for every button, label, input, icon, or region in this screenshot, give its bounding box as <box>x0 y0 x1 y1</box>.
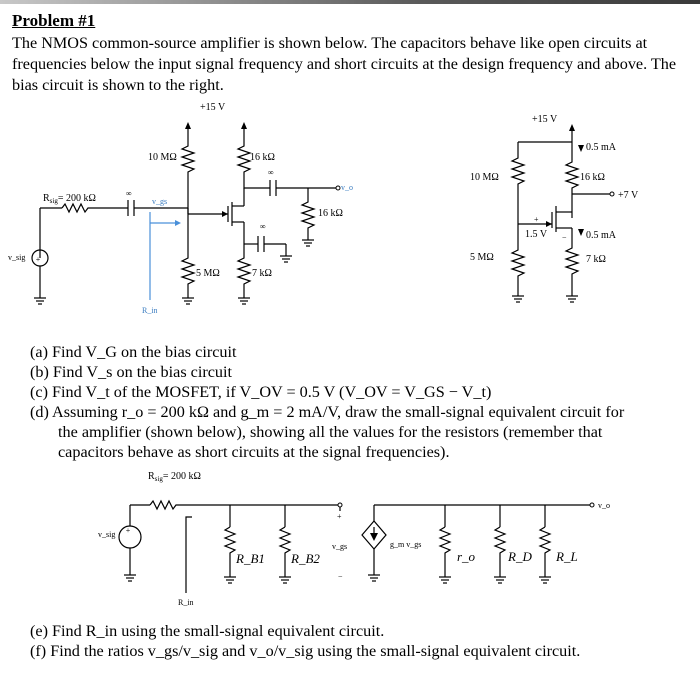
ss-rin-label: R_in <box>178 598 194 607</box>
amp-vgs-label: v_gs <box>152 197 167 206</box>
question-a: (a) Find V_G on the bias circuit <box>30 343 237 361</box>
bias-schematic: +15 V 10 MΩ 0.5 mA 16 kΩ +7 V + 1.5 V 0.… <box>470 114 639 303</box>
ss-rl-label: R_L <box>555 549 578 564</box>
question-d: (d) Assuming r_o = 200 kΩ and g_m = 2 mA… <box>30 402 680 462</box>
ss-vgs-label: v_gs <box>332 542 347 551</box>
question-b: (b) Find V_s on the bias circuit <box>30 363 233 381</box>
amp-rsig-label: Rsig= 200 kΩ <box>43 193 96 205</box>
ss-rb2-label: R_B2 <box>290 551 320 566</box>
bias-plus-label: + <box>534 215 539 224</box>
ss-vo-label: v_o <box>598 501 610 510</box>
amp-rl-label: 16 kΩ <box>318 208 343 219</box>
ss-vsig-label: v_sig <box>98 530 115 539</box>
amp-cap-inf-3: ∞ <box>260 222 266 231</box>
bias-r1-label: 10 MΩ <box>470 172 499 183</box>
problem-title: Problem #1 <box>12 11 96 30</box>
bias-vd-label: +7 V <box>618 190 639 201</box>
ss-source-plus: + <box>126 526 131 535</box>
ss-rb1-label: R_B1 <box>235 551 265 566</box>
amp-rd-label: 16 kΩ <box>250 152 275 163</box>
amp-r2-label: 5 MΩ <box>196 268 220 279</box>
ss-rd-label: R_D <box>507 549 532 564</box>
bias-vdd-label: +15 V <box>532 114 558 125</box>
bias-r2-label: 5 MΩ <box>470 252 494 263</box>
amp-cap-inf-2: ∞ <box>126 189 132 198</box>
amp-r1-label: 10 MΩ <box>148 152 177 163</box>
amp-vo-label: v_o <box>341 183 353 192</box>
ss-rsig-label: Rsig= 200 kΩ <box>148 471 201 483</box>
bias-vgs-label: 1.5 V <box>525 229 548 240</box>
problem-intro: The NMOS common-source amplifier is show… <box>12 34 677 94</box>
amp-vsig-label: v_sig <box>8 253 25 262</box>
bias-id-bottom-label: 0.5 mA <box>586 230 617 241</box>
bias-rs-label: 7 kΩ <box>586 254 606 265</box>
question-f: (f) Find the ratios v_gs/v_sig and v_o/v… <box>30 642 581 660</box>
ss-ro-label: r_o <box>457 549 476 564</box>
question-d-line-3: capacitors behave as short circuits at t… <box>58 443 450 461</box>
amp-rs-label: 7 kΩ <box>252 268 272 279</box>
question-c: (c) Find V_t of the MOSFET, if V_OV = 0.… <box>30 383 492 401</box>
bias-minus-label: − <box>562 233 567 242</box>
question-d-line-1: (d) Assuming r_o = 200 kΩ and g_m = 2 mA… <box>30 403 625 421</box>
ss-gm-vgs-label: g_m v_gs <box>390 540 421 549</box>
top-divider <box>0 0 700 4</box>
ss-vgs-minus: − <box>338 572 343 581</box>
ss-vgs-plus: + <box>337 512 342 521</box>
svg-text:+: + <box>36 255 41 264</box>
question-e: (e) Find R_in using the small-signal equ… <box>30 622 385 640</box>
question-d-line-2: the amplifier (shown below), showing all… <box>58 423 603 441</box>
amp-rin-label: R_in <box>142 306 158 315</box>
amp-vdd-label: +15 V <box>200 102 226 113</box>
bias-rd-label: 16 kΩ <box>580 172 605 183</box>
amp-cap-inf-1: ∞ <box>268 168 274 177</box>
small-signal-schematic: + v_sig Rsig= 200 kΩ + v_gs − R_B1 R_B2 … <box>98 471 610 607</box>
bias-id-top-label: 0.5 mA <box>586 142 617 153</box>
amplifier-schematic: + +15 V 10 MΩ 16 kΩ ∞ v_o Rsig= 200 kΩ ∞… <box>8 102 353 315</box>
